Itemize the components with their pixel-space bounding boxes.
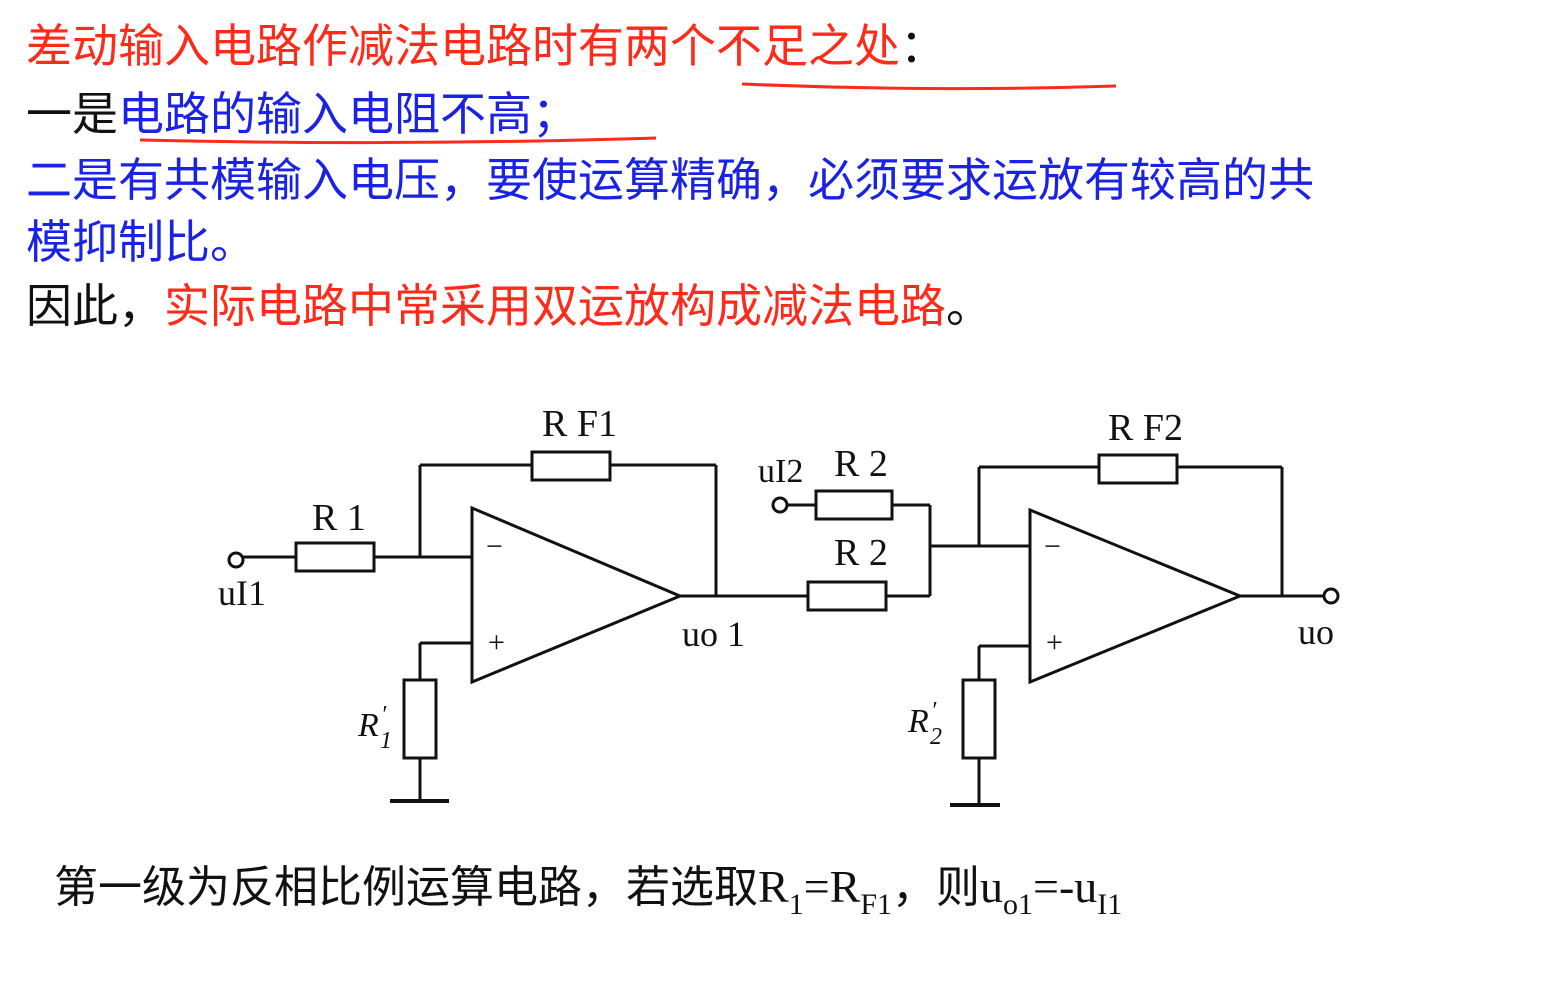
- text-line-1: 差动输入电路作减法电路时有两个不足之处：: [26, 16, 946, 76]
- output-terminal-uo: [1322, 587, 1340, 605]
- label-r2-prime-mark: ′: [931, 698, 937, 724]
- label-minus-1: −: [486, 530, 503, 563]
- text-line-3: 二是有共模输入电压，要使运算精确，必须要求运放有较高的共: [26, 150, 1314, 210]
- caption-r1-sub: 1: [788, 888, 804, 921]
- resistor-rf2: [1097, 453, 1179, 485]
- label-r1-prime-sub: 1: [380, 728, 392, 754]
- caption-rf1-sub: F1: [860, 888, 893, 921]
- caption-eq1: =: [803, 861, 830, 912]
- opamp-a2: [1028, 507, 1244, 685]
- caption-first-stage: 第一级为反相比例运算电路，若选取R1=RF1，则uo1=-uI1: [54, 852, 1122, 940]
- colon: ：: [900, 19, 946, 73]
- resistor-r2-bottom: [806, 580, 888, 612]
- label-r2-top: R 2: [834, 443, 888, 485]
- deficiency-heading: 差动输入电路作减法电路时有两个不足之处: [26, 19, 900, 73]
- label-r2-prime-sub: 2: [930, 724, 942, 750]
- resistor-r1: [294, 541, 376, 573]
- caption-uo1: u: [980, 861, 1004, 912]
- label-rf1: R F1: [542, 403, 617, 445]
- first-point-text: 电路的输入电阻不高；: [118, 87, 578, 141]
- first-point-prefix: 一是: [26, 87, 118, 141]
- opamp-a1: [470, 505, 684, 685]
- resistor-r2-prime: [961, 678, 997, 760]
- caption-comma: ，则: [892, 862, 981, 913]
- input-terminal-ui2: [771, 496, 789, 514]
- label-r2-bottom: R 2: [834, 532, 888, 574]
- second-point-text: 有共模输入电压，要使运算精确，必须要求运放有较高的共: [118, 153, 1314, 207]
- label-uo1: uo 1: [682, 614, 745, 654]
- text-line-4: 模抑制比。: [26, 212, 256, 272]
- input-terminal-ui1: [227, 551, 245, 569]
- resistor-r1-prime: [402, 678, 438, 760]
- label-r1-prime-mark: ′: [381, 702, 387, 728]
- caption-r1: R: [758, 861, 789, 912]
- label-rf2: R F2: [1108, 407, 1183, 449]
- conclusion-text: 实际电路中常采用双运放构成减法电路: [164, 279, 946, 333]
- resistor-rf1: [530, 450, 612, 482]
- second-point-prefix: 二是: [26, 153, 118, 207]
- underline-deficiency: [741, 82, 1117, 91]
- conclusion-prefix: 因此，: [26, 279, 164, 333]
- text-line-2: 一是电路的输入电阻不高；: [26, 84, 578, 144]
- text-line-5: 因此，实际电路中常采用双运放构成减法电路。: [26, 276, 992, 336]
- second-point-continued: 模抑制比。: [26, 215, 256, 269]
- caption-ui1-sub: I1: [1097, 888, 1123, 921]
- label-ui2: uI2: [758, 453, 803, 490]
- caption-uo1-sub: o1: [1003, 888, 1034, 921]
- caption-rf1: R: [829, 861, 861, 912]
- caption-eq2: =-: [1033, 861, 1075, 912]
- label-r1: R 1: [312, 497, 366, 539]
- resistor-r2-top: [814, 489, 894, 521]
- caption-ui1: u: [1074, 861, 1098, 912]
- conclusion-end: 。: [946, 279, 992, 333]
- label-uo: uo: [1298, 612, 1334, 652]
- label-ui1: uI1: [218, 573, 266, 613]
- underline-input-resistance: [139, 136, 657, 145]
- label-plus-2: +: [1046, 626, 1063, 659]
- label-plus-1: +: [488, 626, 505, 659]
- label-r1-prime: R: [357, 707, 379, 744]
- label-r2-prime: R: [907, 703, 929, 740]
- caption-prefix: 第一级为反相比例运算电路，若选取: [54, 862, 758, 913]
- label-minus-2: −: [1044, 530, 1061, 563]
